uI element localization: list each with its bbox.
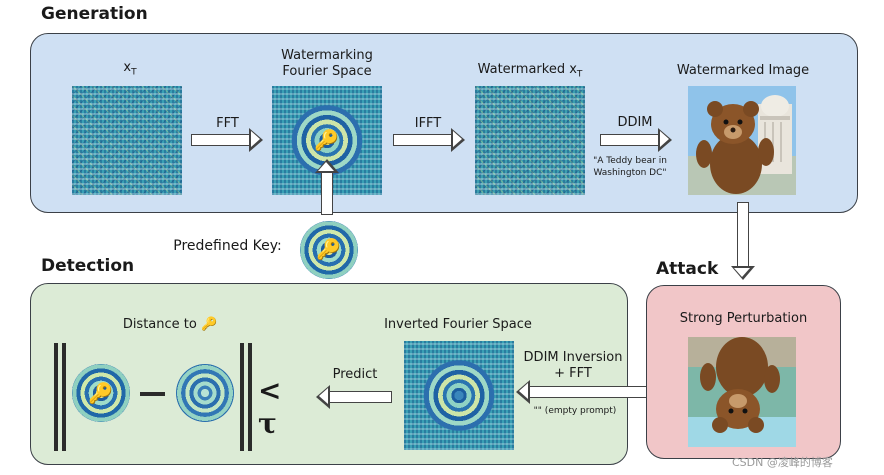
ddim-prompt: "A Teddy bear in Washington DC" (590, 155, 670, 179)
key-icon-distance: 🔑 (200, 317, 218, 332)
watermarked-xt-label-main: Watermarked x (477, 62, 577, 77)
predefined-key-label: Predefined Key: (173, 238, 282, 254)
predict-label: Predict (332, 367, 378, 382)
norm-bar-right-1 (240, 343, 244, 451)
ifft-arrow (393, 128, 465, 152)
watermarking-fourier-label: Watermarking Fourier Space (262, 48, 392, 80)
csdn-watermark: CSDN @凌峰的博客 (732, 456, 833, 469)
detection-title: Detection (41, 256, 135, 276)
watermarked-xt-label: Watermarked xT (460, 62, 600, 83)
watermarked-xt-label-sub: T (576, 69, 583, 80)
key-inject-arrow (315, 159, 339, 215)
watermarking-fourier-label-line2: Fourier Space (282, 64, 372, 79)
prompt-line2: Washington DC" (593, 168, 667, 178)
distance-label-text: Distance to (122, 317, 197, 332)
fft-label: FFT (216, 116, 239, 131)
fft-arrow (191, 128, 263, 152)
detection-panel (30, 283, 628, 465)
ddim-inversion-label: DDIM Inversion + FFT (518, 350, 628, 382)
watermarked-latent-square (475, 86, 585, 195)
inverted-fourier-label: Inverted Fourier Space (384, 317, 532, 332)
minus-sign (140, 392, 165, 396)
ddim-arrow (600, 128, 672, 152)
distance-label: Distance to 🔑 (100, 317, 240, 333)
watermarked-image-label: Watermarked Image (676, 63, 810, 78)
key-icon-predefined: 🔑 (316, 237, 341, 261)
inverted-fourier-square (404, 341, 514, 450)
threshold-symbol: < τ (258, 374, 282, 440)
predict-arrow (316, 385, 392, 409)
attacked-teddy-image (688, 337, 796, 447)
empty-prompt-label: "" (empty prompt) (533, 406, 617, 416)
x-t-label-main: x (123, 60, 132, 75)
prompt-line1: "A Teddy bear in (593, 156, 667, 166)
attack-down-arrow (731, 202, 755, 280)
ddim-inversion-line1: DDIM Inversion (523, 350, 623, 365)
strong-perturbation-label: Strong Perturbation (679, 311, 808, 326)
norm-bar-right-2 (248, 343, 252, 451)
noise-latent-x-t (72, 86, 182, 195)
key-icon-keyed: 🔑 (88, 381, 113, 405)
inverted-pattern-small (176, 364, 234, 422)
predefined-key-pattern (300, 221, 358, 279)
watermarked-teddy-image (688, 86, 796, 195)
x-t-label: xT (106, 60, 154, 81)
generation-title: Generation (41, 4, 148, 24)
keyed-pattern (72, 364, 130, 422)
x-t-label-sub: T (131, 67, 137, 78)
ddim-inversion-line2: + FFT (554, 366, 592, 381)
ifft-label: IFFT (414, 116, 442, 131)
ddim-inversion-arrow (516, 380, 676, 404)
norm-bar-left-2 (62, 343, 66, 451)
ddim-label: DDIM (617, 115, 653, 130)
watermarking-fourier-label-line1: Watermarking (281, 48, 373, 63)
attack-title: Attack (656, 259, 719, 279)
key-icon: 🔑 (314, 128, 339, 152)
norm-bar-left-1 (54, 343, 58, 451)
